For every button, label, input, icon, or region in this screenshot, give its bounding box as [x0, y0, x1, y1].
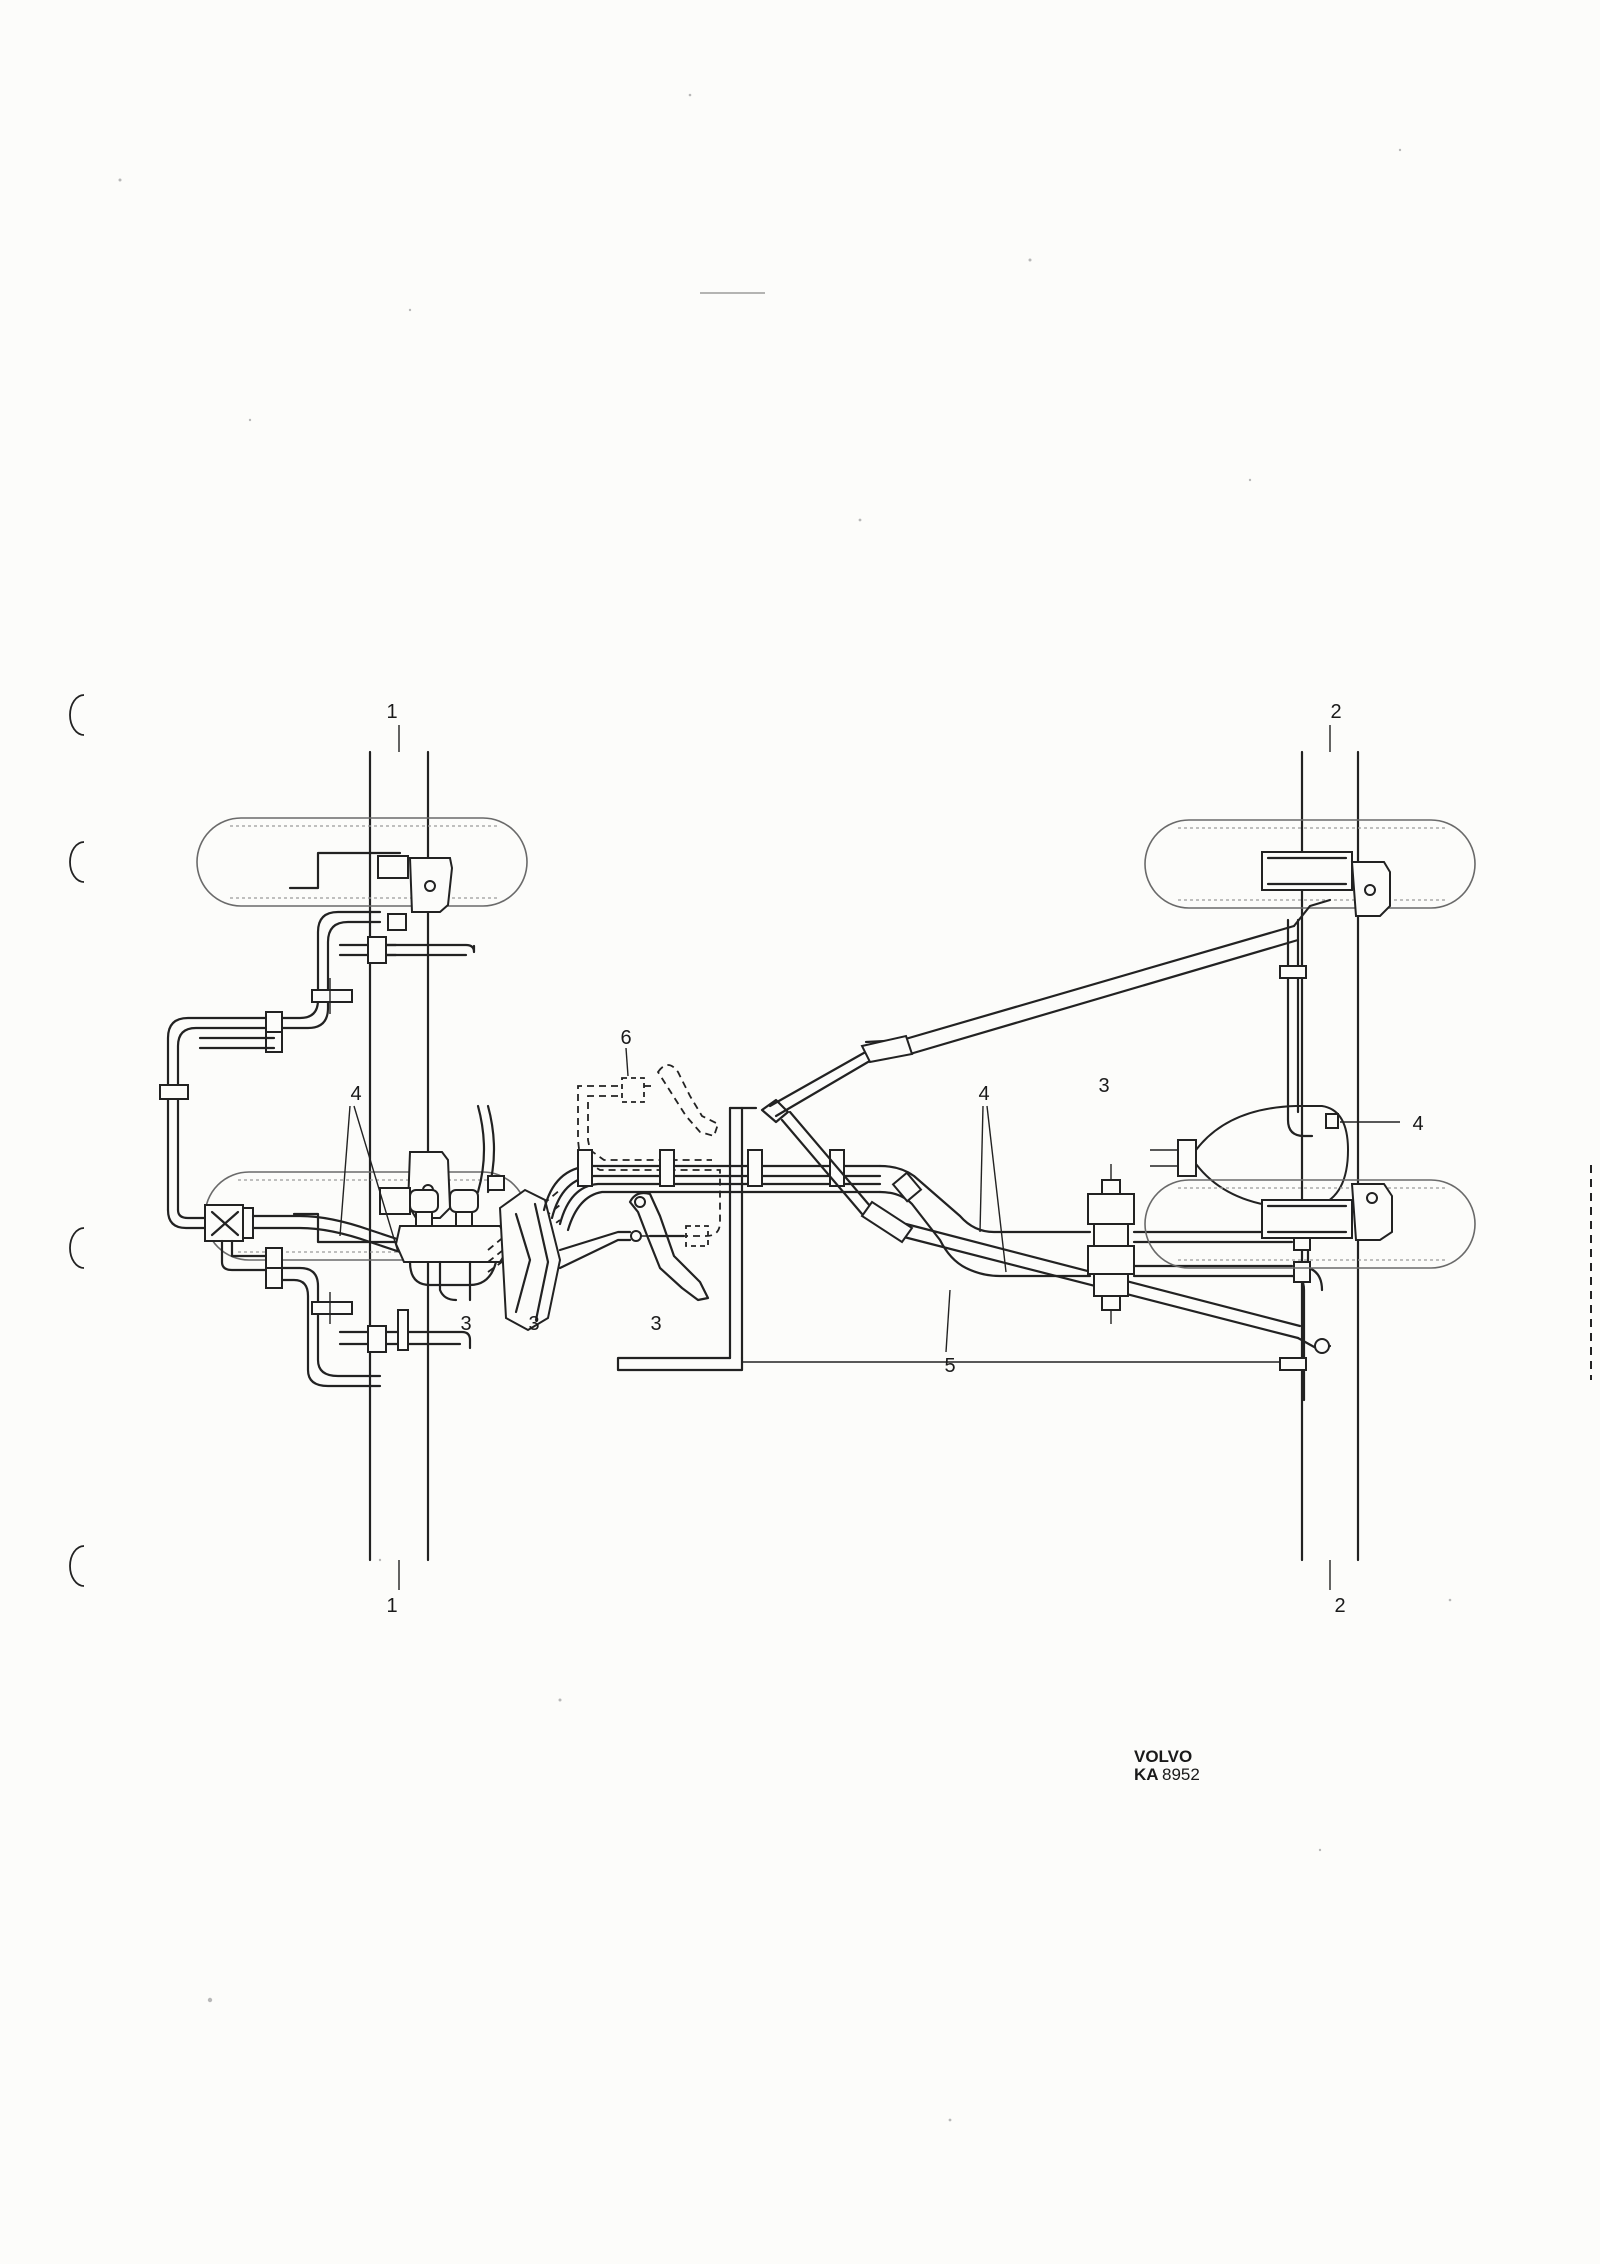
brand-number: 8952 [1162, 1765, 1200, 1784]
callout-rear-axle-top: 2 [1330, 701, 1341, 723]
main-brake-lines [542, 1149, 1092, 1278]
rear-differential [1150, 1105, 1350, 1210]
front-brake-lines [159, 910, 476, 1388]
paper-texture [118, 93, 1452, 2122]
callout-rear-diff-line: 4 [1412, 1113, 1423, 1135]
brand-prefix: KA [1134, 1765, 1159, 1784]
callout-front-axle-top: 1 [386, 701, 397, 723]
binder-holes [69, 694, 85, 1587]
callout-valve-3: 3 [650, 1313, 661, 1335]
callout-pedal-switch: 6 [620, 1027, 631, 1049]
callout-front-lines: 4 [350, 1083, 361, 1105]
callout-front-axle-bottom: 1 [386, 1595, 397, 1617]
callout-valve-1: 3 [460, 1313, 471, 1335]
rear-top-wheel [1144, 819, 1476, 928]
volvo-reference: VOLVO KA 8952 [1134, 1747, 1200, 1784]
rear-pressure-valve [1087, 1164, 1294, 1324]
front-bottom-caliper [292, 1151, 452, 1244]
clutch-pedal-switch [577, 1064, 721, 1247]
callout-rear-valve: 3 [1098, 1075, 1109, 1097]
callout-main-lines: 4 [978, 1083, 989, 1105]
brake-pedal [628, 1191, 710, 1302]
front-top-caliper [288, 851, 454, 913]
handbrake [616, 924, 1302, 1372]
front-top-wheel [196, 817, 528, 907]
callout-rear-axle-bottom: 2 [1334, 1595, 1345, 1617]
callout-handbrake-cable: 5 [944, 1355, 955, 1377]
callouts: 1 1 2 2 3 3 3 3 4 4 4 5 6 [350, 701, 1423, 1617]
master-cylinder-servo [394, 1104, 660, 1332]
leader-lines [339, 1047, 1400, 1353]
rear-bottom-wheel [1144, 1179, 1476, 1354]
brand-name: VOLVO [1134, 1747, 1192, 1766]
callout-valve-2: 3 [528, 1313, 539, 1335]
